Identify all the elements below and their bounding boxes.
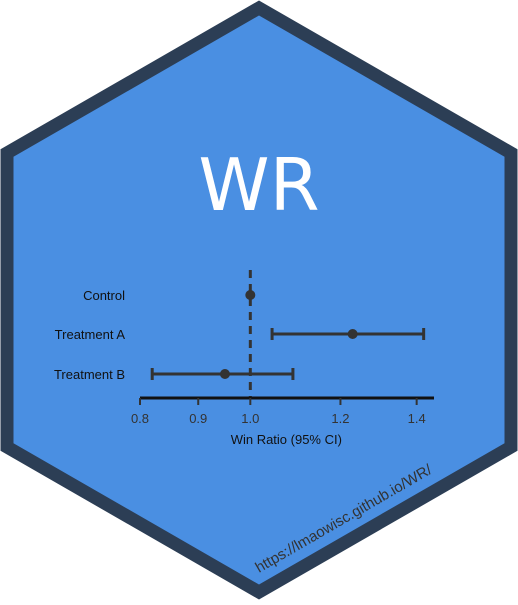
point-estimate-0: [245, 290, 256, 300]
logo-title: WR: [198, 143, 319, 227]
point-estimate-2: [219, 369, 230, 379]
x-tick-label-1: 0.9: [189, 411, 207, 426]
row-label-2: Treatment B: [54, 367, 125, 382]
x-axis-label: Win Ratio (95% CI): [231, 432, 342, 447]
row-label-1: Treatment A: [55, 327, 126, 342]
x-tick-label-3: 1.2: [331, 411, 349, 426]
x-tick-label-4: 1.4: [408, 411, 426, 426]
point-estimate-1: [347, 329, 358, 339]
x-tick-label-0: 0.8: [131, 411, 149, 426]
x-tick-label-2: 1.0: [241, 411, 259, 426]
row-label-0: Control: [83, 288, 125, 303]
